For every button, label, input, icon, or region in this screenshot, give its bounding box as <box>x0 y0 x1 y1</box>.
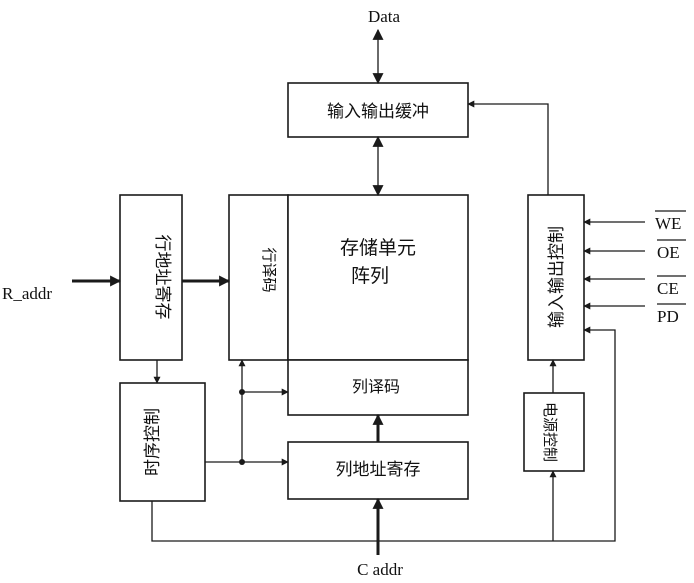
col-decoder-block <box>287 359 469 416</box>
power-control-block <box>523 392 585 472</box>
junction-dot <box>239 459 245 465</box>
data-label: Data <box>368 7 401 26</box>
io-buffer-label: 输入输出缓冲 <box>327 102 429 122</box>
io-control-label: 输入输出控制 <box>547 226 567 328</box>
we-label: WE <box>655 214 681 233</box>
col-decoder-label: 列译码 <box>352 377 400 396</box>
row-decoder-label: 行译码 <box>260 247 278 292</box>
col-addr-reg-block <box>287 441 469 500</box>
oe-label: OE <box>657 243 680 262</box>
timing-control-block <box>119 382 206 502</box>
junction-dot <box>239 389 245 395</box>
c-addr-label: C addr <box>357 560 403 579</box>
memory-array-label-line1: 存储单元 <box>340 237 416 259</box>
bottom-control-bus <box>151 326 616 542</box>
timing-control-label: 时序控制 <box>143 408 163 476</box>
power-control-label-a: 电源控制 <box>541 402 559 462</box>
row-addr-reg-label: 行地址寄存 <box>152 235 172 320</box>
r-addr-label: R_addr <box>2 284 52 303</box>
memory-array-label-line2: 阵列 <box>351 265 389 287</box>
row-addr-reg-block <box>119 194 183 361</box>
col-addr-reg-label: 列地址寄存 <box>336 460 421 480</box>
io-buffer-block <box>287 82 469 138</box>
pd-label: PD <box>657 307 679 326</box>
ce-label: CE <box>657 279 679 298</box>
io-control-to-buffer-arrow <box>467 100 549 195</box>
row-decoder-block <box>228 194 289 361</box>
